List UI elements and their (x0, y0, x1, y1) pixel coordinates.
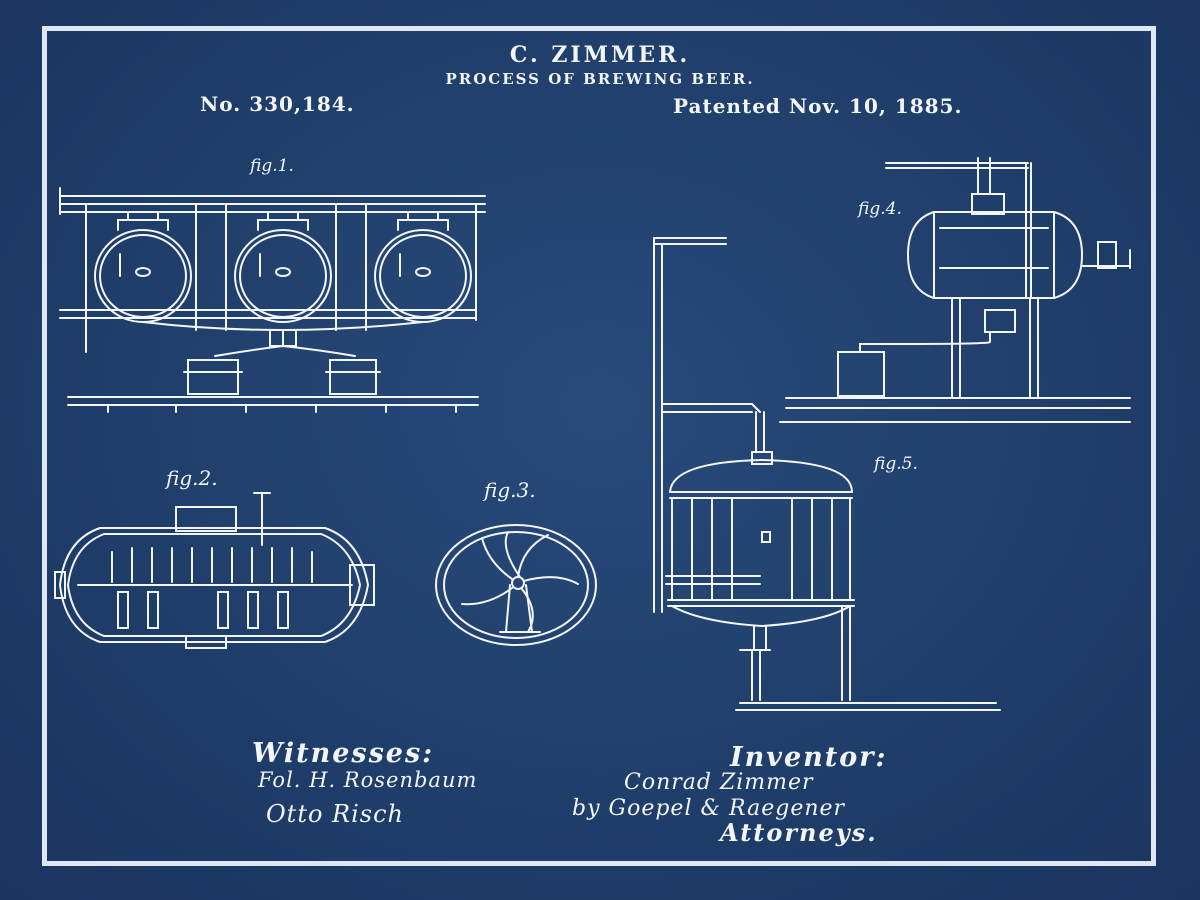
attorneys-heading: Attorneys. (720, 818, 878, 847)
witness-1-signature: Fol. H. Rosenbaum (258, 768, 478, 792)
witness-2-signature: Otto Risch (266, 800, 405, 828)
fig4-drawing (780, 158, 1130, 422)
fig1-drawing (60, 188, 485, 412)
inventor-heading: Inventor: (730, 742, 888, 773)
fig1-label: fig.1. (250, 156, 294, 176)
fig2-label: fig.2. (166, 466, 218, 490)
inventor-signature: Conrad Zimmer (624, 770, 814, 795)
inventor-name: C. ZIMMER. (509, 42, 691, 68)
fig3-label: fig.3. (484, 478, 536, 502)
fig3-drawing (436, 525, 596, 645)
fig5-drawing (654, 238, 1000, 710)
patent-title: PROCESS OF BREWING BEER. (445, 70, 755, 88)
fig5-label: fig.5. (874, 454, 918, 474)
fig4-label: fig.4. (858, 199, 902, 219)
witnesses-heading: Witnesses: (252, 738, 435, 769)
border-frame (42, 26, 1156, 866)
patent-date: Patented Nov. 10, 1885. (673, 94, 963, 118)
fig2-drawing (55, 493, 374, 648)
patent-number: No. 330,184. (200, 92, 355, 116)
attorneys-signature: by Goepel & Raegener (572, 796, 846, 821)
